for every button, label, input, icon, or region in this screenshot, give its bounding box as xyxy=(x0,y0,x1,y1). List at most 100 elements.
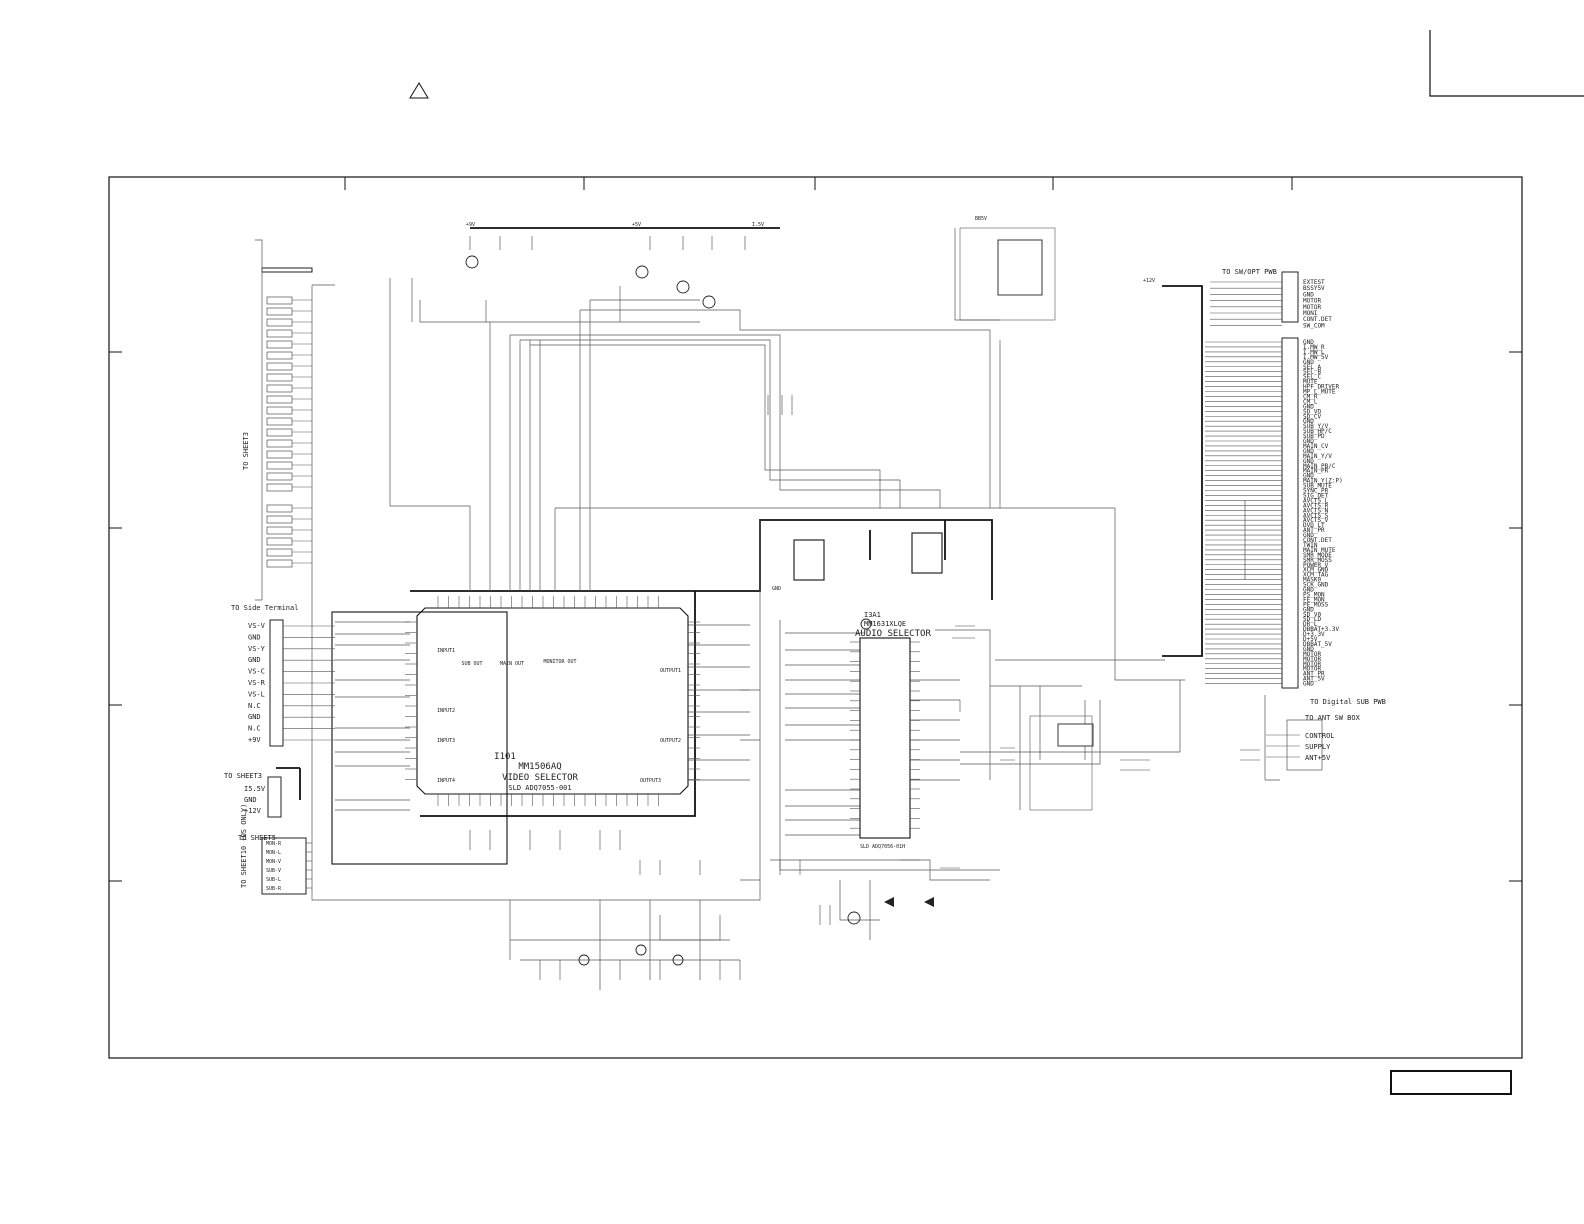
right-top-pin: EXTEST xyxy=(1303,279,1325,286)
bus-pin-box xyxy=(266,537,293,546)
sheet10-pin: SUB-V xyxy=(266,868,281,874)
safety-triangle-icon xyxy=(409,82,429,99)
right-pin: MP_L_MUTE xyxy=(1303,389,1336,396)
audio-ic-ref: I3A1 xyxy=(864,611,881,619)
right-pin: MAIN_MUTE xyxy=(1303,547,1336,554)
transistor-icon xyxy=(635,265,649,279)
video-input1: INPUT1 xyxy=(437,648,455,654)
video-selector-ic xyxy=(331,607,689,865)
side-terminal-pin: GND xyxy=(248,656,261,664)
right-pin: MOTOR xyxy=(1303,661,1321,668)
pin-labels: VS-VGNDVS-YGNDVS-CVS-RVS-LN.CGNDN.C+9VI5… xyxy=(244,216,1343,892)
to-sheet10-label: TO SHEET10 (US ONLY) xyxy=(240,804,248,888)
video-ic-code: SLD ADQ7055-001 xyxy=(508,784,571,792)
side-terminal-pin: GND xyxy=(248,713,261,721)
right-pin: SUB_PD xyxy=(1303,433,1325,440)
video-output1: OUTPUT1 xyxy=(660,668,681,674)
right-pin: MOTOR xyxy=(1303,666,1321,673)
bus-pin-box xyxy=(266,384,293,393)
right-pin: SD_LD xyxy=(1303,616,1321,623)
sheet3-power-connector xyxy=(267,776,282,818)
page-number-box xyxy=(1390,1070,1512,1095)
sheet10-pin: MON-R xyxy=(266,841,282,847)
right-pin: PE_MOSS xyxy=(1303,601,1329,608)
op-amp-ic xyxy=(911,532,943,574)
top-transistors xyxy=(449,227,1094,966)
supply-label: +12V xyxy=(1143,278,1155,284)
side-terminal-pin: VS-V xyxy=(248,622,266,630)
transistor-icon xyxy=(578,954,590,966)
right-pin: SD_VD xyxy=(1303,408,1321,415)
bus-pin-box xyxy=(266,340,293,349)
bus-pin-box xyxy=(266,351,293,360)
bus-pin-box xyxy=(266,406,293,415)
zone-ticks xyxy=(109,177,1522,882)
right-pin: SD_V0 xyxy=(1303,611,1321,618)
right-pin: MUTE xyxy=(1303,379,1318,386)
ant-box-pin: CONTROL xyxy=(1305,732,1335,740)
bus-pin-box xyxy=(266,504,293,513)
supply-label: +5V xyxy=(632,222,641,228)
transistor-icon xyxy=(676,280,690,294)
video-ic-function: VIDEO SELECTOR xyxy=(502,773,578,783)
right-bottom-title: TO Digital SUB PWB xyxy=(1310,698,1386,706)
resistor-capacitor-field xyxy=(411,236,1260,980)
right-pin: PS_MON xyxy=(1303,591,1325,598)
sheet3-power-pin: +12V xyxy=(244,807,262,815)
right-pin: MAIN_Y(Z:P) xyxy=(1303,478,1343,485)
sheet3-power-pin: GND xyxy=(244,796,257,804)
bus-pin-box xyxy=(266,329,293,338)
ant-box-title: TO ANT SW BOX xyxy=(1305,714,1361,722)
bus-pin-box xyxy=(266,472,293,481)
bus-pin-box xyxy=(266,559,293,568)
bus-pin-box xyxy=(266,362,293,371)
right-pin: MAIN_PB/C xyxy=(1303,463,1336,470)
transistor-icon xyxy=(635,944,647,956)
right-pin: GND xyxy=(1303,532,1314,539)
right-pin: DR_L xyxy=(1303,621,1318,628)
right-pin: GND xyxy=(1303,418,1314,425)
right-pin: FE_MON xyxy=(1303,596,1325,603)
side-terminal-pin: VS-L xyxy=(248,690,265,698)
transistor-icon xyxy=(672,954,684,966)
sheet10-pin: SUB-R xyxy=(266,886,282,892)
right-pin: POWER_V xyxy=(1303,562,1329,569)
right-pin: AVCTS_V xyxy=(1303,517,1329,524)
right-pin: SEL_A xyxy=(1303,364,1321,371)
right-pin: I.MW_R xyxy=(1303,344,1325,351)
op-amp-ic xyxy=(793,539,825,581)
to-sheet5-label: TO SHEET5 xyxy=(238,834,276,842)
ant-box-pin: SUPPLY xyxy=(1305,743,1331,751)
audio-ic-code: SLD ADQ7056-01H xyxy=(860,844,905,850)
diode-icon xyxy=(924,897,934,907)
video-input2: INPUT2 xyxy=(437,708,455,714)
right-top-pin: MOTOR xyxy=(1303,298,1321,305)
right-pin: SMR_MODE xyxy=(1303,552,1332,559)
right-pin: AVCTS_S xyxy=(1303,512,1329,519)
left-bus-connector xyxy=(255,239,313,601)
diode-icon xyxy=(884,897,894,907)
side-terminal-pin: VS-C xyxy=(248,668,265,676)
right-pin: GND xyxy=(1303,438,1314,445)
right-pin: GND xyxy=(1303,473,1314,480)
bus-pin-box xyxy=(266,296,293,305)
video-monitor-out: MONITOR OUT xyxy=(543,659,576,665)
bus-pin-box xyxy=(266,428,293,437)
transistor-icon xyxy=(702,295,716,309)
sheet10-pin: SUB-L xyxy=(266,877,281,883)
right-pin: SCK_GND xyxy=(1303,582,1329,589)
photocoupler-ic xyxy=(1057,723,1094,747)
right-pin: I.MW_L xyxy=(1303,349,1325,356)
right-pin: MAIN_CV xyxy=(1303,443,1329,450)
right-pin: XCM_GND xyxy=(1303,567,1329,574)
right-pin: CM_L xyxy=(1303,398,1318,405)
regulator-ic xyxy=(997,239,1043,296)
right-top-title: TO SW/OPT PWB xyxy=(1222,268,1277,276)
supply-label: GND xyxy=(772,586,781,592)
right-pin: DBBAT+3.3V xyxy=(1303,626,1340,633)
right-pin: GND xyxy=(1303,359,1314,366)
right-pin: SEL_C xyxy=(1303,374,1321,381)
right-pin: DBBAT_5V xyxy=(1303,641,1332,648)
bus-pin-box xyxy=(266,526,293,535)
wire-stubs xyxy=(266,281,1300,889)
